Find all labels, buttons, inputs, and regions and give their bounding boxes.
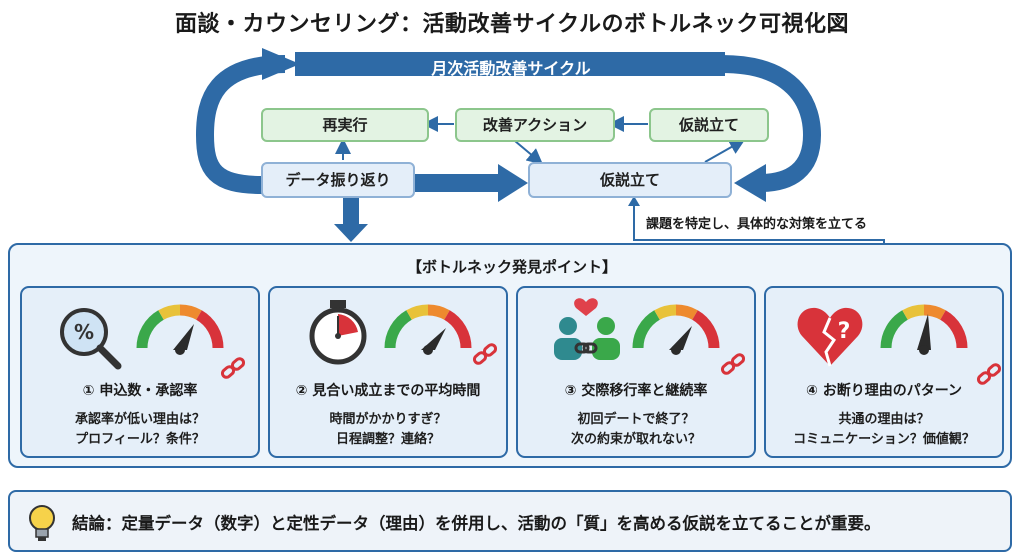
- card-question: 日程調整？連絡？: [335, 432, 440, 447]
- annotation-text: 課題を特定し、具体的な対策を立てる: [646, 217, 868, 232]
- gauge-icon: [136, 304, 224, 355]
- card-matching-time: ② 見合い成立までの平均時間 時間がかかりすぎ？ 日程調整？連絡？: [268, 286, 508, 458]
- gauge-icon: [632, 304, 720, 355]
- card-relationship-rate: ③ 交際移行率と継続率 初回デートで終了？ 次の約束が取れない？: [516, 286, 756, 458]
- gauge-icon: [880, 304, 968, 355]
- cycle-band-top: [295, 52, 725, 76]
- card-application-rate: % ① 申込数・承認率 承認率が低い理由は？ プロフィール？条件？: [20, 286, 260, 458]
- broken-link-icon: [472, 343, 498, 365]
- cycle-arrow-left: [195, 55, 286, 194]
- svg-text:?: ?: [838, 319, 851, 344]
- broken-heart-icon: ?: [797, 307, 863, 367]
- card-question: プロフィール？条件？: [75, 432, 205, 447]
- card-question: 共通の理由は？: [838, 412, 930, 427]
- magnifier-percent-icon: %: [60, 308, 122, 370]
- cycle-diagram: [195, 48, 885, 245]
- box-hypothesis-top: 仮説立て: [649, 108, 769, 142]
- review-to-hypothesis-arrow: [498, 164, 528, 202]
- cycle-label: 月次活動改善サイクル: [431, 59, 591, 78]
- broken-link-icon: [720, 353, 746, 375]
- card-question: 初回デートで終了？: [577, 412, 695, 427]
- page-title: 面談・カウンセリング：活動改善サイクルのボトルネック可視化図: [175, 12, 849, 37]
- box-improvement-action: 改善アクション: [455, 108, 615, 142]
- review-down-arrow: [334, 224, 368, 242]
- card-question: 承認率が低い理由は？: [74, 412, 205, 427]
- box-hypothesis-main: 仮説立て: [528, 162, 732, 198]
- cycle-arrowhead-top-left: [262, 48, 300, 80]
- couple-heart-icon: [554, 298, 620, 360]
- card-title: ④ お断り理由のパターン: [805, 383, 963, 399]
- box-data-review: データ振り返り: [261, 162, 415, 198]
- conclusion-box: 結論：定量データ（数字）と定性データ（理由）を併用し、活動の「質」を高める仮説を…: [8, 490, 1012, 552]
- bottleneck-title: 【ボトルネック発見ポイント】: [406, 258, 617, 276]
- broken-link-icon: [220, 357, 246, 379]
- cycle-arrowhead-right: [734, 164, 766, 202]
- cycle-arrow-right: [721, 55, 822, 192]
- lightbulb-icon: [29, 505, 55, 541]
- conclusion-text: 結論：定量データ（数字）と定性データ（理由）を併用し、活動の「質」を高める仮説を…: [72, 514, 881, 533]
- box-rerun: 再実行: [261, 108, 429, 142]
- card-rejection-reasons: ? ④ お断り理由のパターン 共通の理由は？ コミュニケーション？価値観？: [764, 286, 1004, 458]
- card-question: 時間がかかりすぎ？: [329, 412, 447, 427]
- svg-text:%: %: [74, 320, 94, 344]
- card-title: ① 申込数・承認率: [82, 383, 198, 399]
- card-question: コミュニケーション？価値観？: [793, 432, 975, 447]
- card-question: 次の約束が取れない？: [570, 432, 701, 447]
- broken-link-icon: [976, 363, 1002, 385]
- card-title: ② 見合い成立までの平均時間: [295, 383, 481, 399]
- gauge-icon: [384, 304, 472, 355]
- card-title: ③ 交際移行率と継続率: [564, 383, 708, 399]
- stopwatch-icon: [309, 300, 367, 365]
